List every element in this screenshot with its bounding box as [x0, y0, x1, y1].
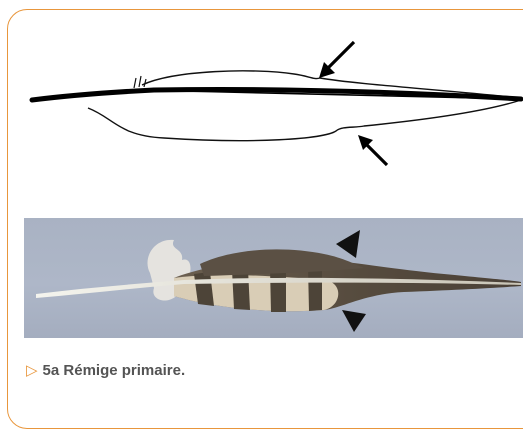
- arrowhead-icon-lower: [342, 310, 366, 332]
- arrow-icon-upper: [319, 42, 354, 78]
- caption-text: 5a Rémige primaire.: [43, 362, 186, 379]
- arrowhead-icon-upper: [336, 230, 360, 258]
- figure-caption: ▷ 5a Rémige primaire.: [26, 361, 185, 379]
- feather-line-drawing: [24, 40, 523, 215]
- feather-drawing-tuft: [134, 76, 146, 88]
- feather-drawing-inner-vane: [88, 100, 521, 141]
- arrow-icon-lower: [358, 135, 387, 165]
- feather-photo: [24, 218, 523, 338]
- caption-marker-icon: ▷: [26, 362, 38, 379]
